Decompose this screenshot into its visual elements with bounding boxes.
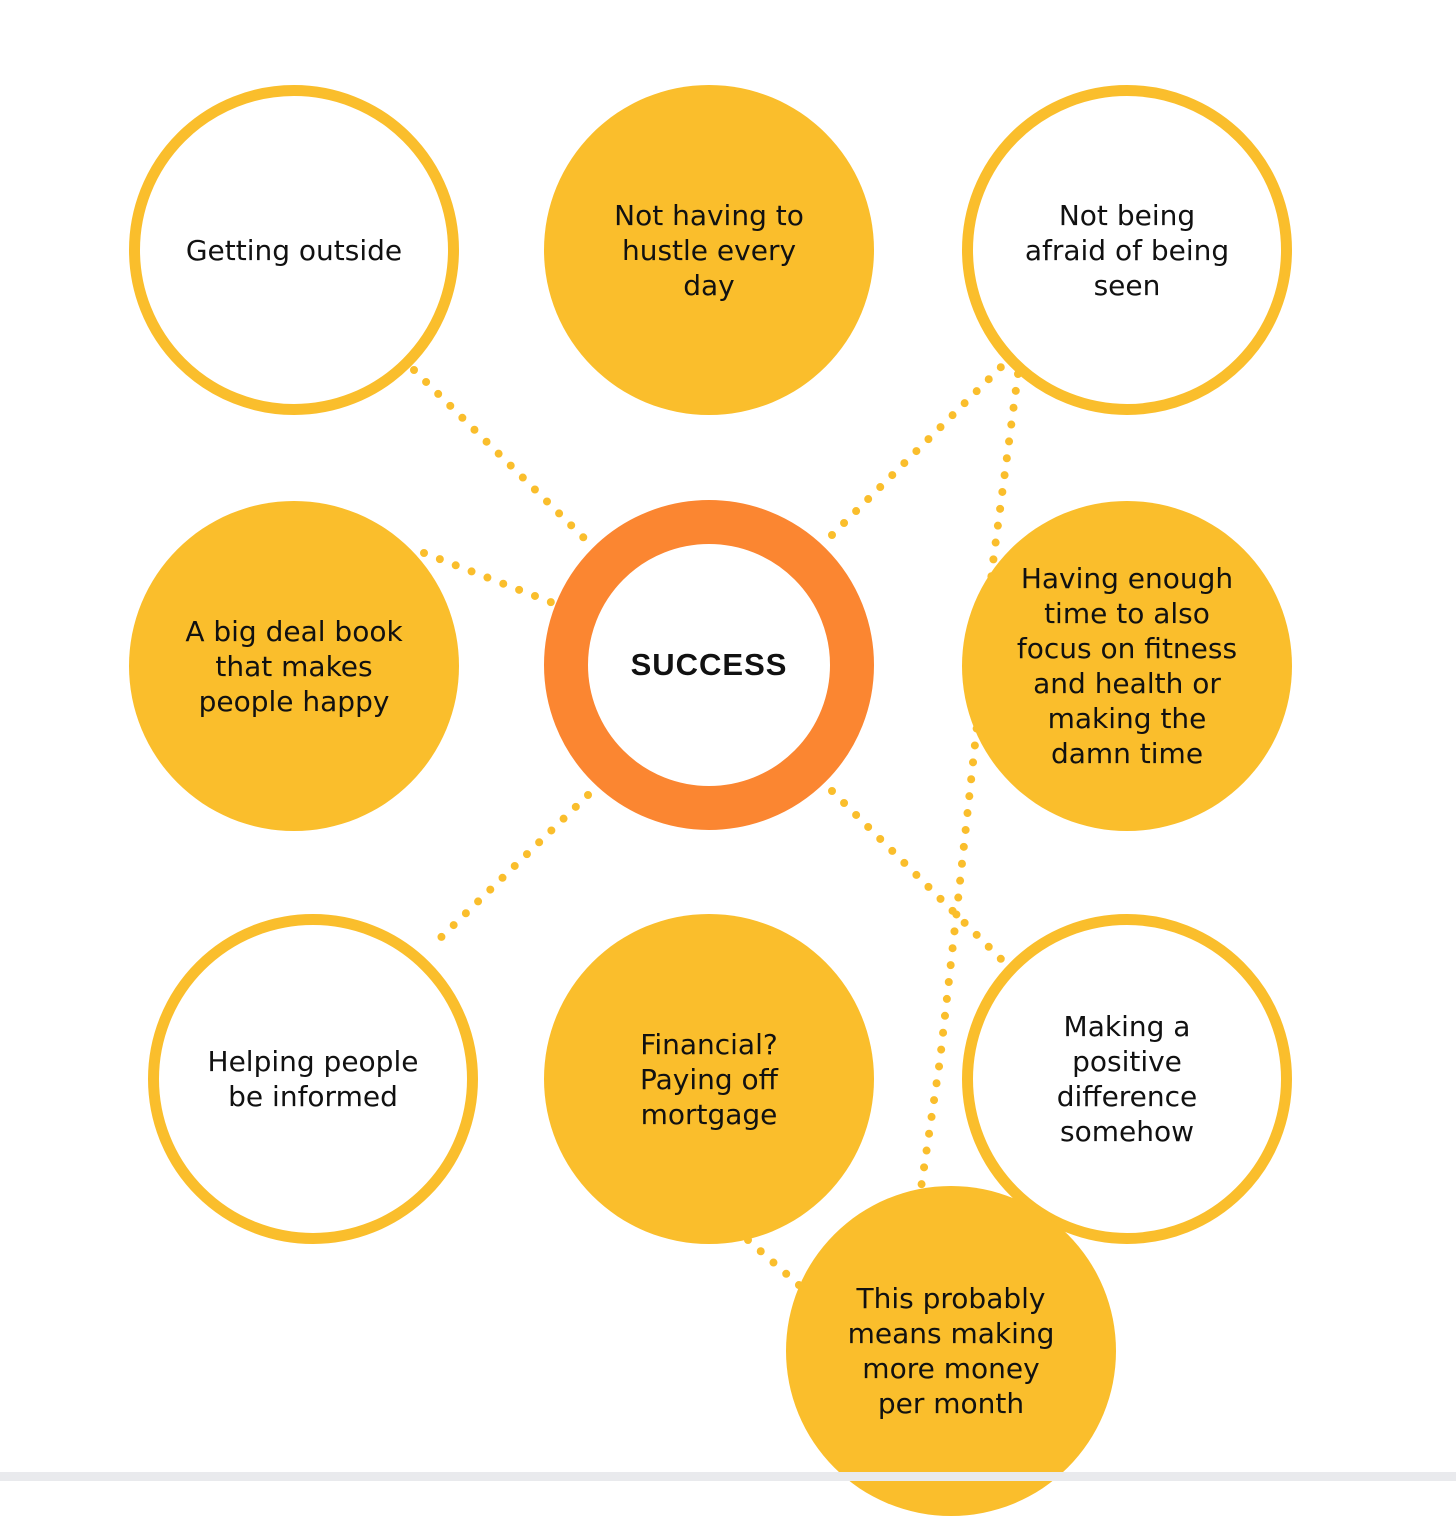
node-label: Making a positive difference somehow bbox=[1056, 1010, 1198, 1148]
connector-lines bbox=[410, 362, 1022, 1290]
page-bottom-edge bbox=[0, 1472, 1456, 1481]
node-big-deal-book: A big deal book that makes people happy bbox=[129, 501, 459, 831]
node-label: Having enough time to also focus on fitn… bbox=[1016, 562, 1238, 770]
node-helping-informed: Helping people be informed bbox=[148, 914, 478, 1244]
node-not-afraid: Not being afraid of being seen bbox=[962, 85, 1292, 415]
center-success-node: SUCCESS bbox=[544, 500, 874, 830]
node-label: Financial? Paying off mortgage bbox=[640, 1027, 778, 1131]
node-positive-difference: Making a positive difference somehow bbox=[962, 914, 1292, 1244]
center-label: SUCCESS bbox=[630, 647, 788, 682]
connector-financial-to-more-money bbox=[744, 1236, 804, 1290]
node-label: Not being afraid of being seen bbox=[1024, 198, 1230, 302]
connector-not-afraid-to-more-money bbox=[917, 370, 1022, 1192]
node-label: Not having to hustle every day bbox=[614, 198, 804, 302]
node-financial: Financial? Paying off mortgage bbox=[544, 914, 874, 1244]
connector-getting-outside bbox=[410, 366, 590, 544]
connector-positive-difference bbox=[828, 787, 1006, 964]
connector-not-afraid bbox=[828, 362, 1006, 539]
node-label: A big deal book that makes people happy bbox=[185, 614, 403, 718]
node-getting-outside: Getting outside bbox=[129, 85, 459, 415]
connector-helping-informed bbox=[426, 791, 592, 952]
node-label: Helping people be informed bbox=[207, 1045, 419, 1113]
node-label: Getting outside bbox=[185, 233, 403, 267]
success-mind-map: Getting outside Not having to hustle eve… bbox=[0, 85, 1456, 1516]
node-label: This probably means making more money pe… bbox=[847, 1282, 1055, 1420]
node-more-money: This probably means making more money pe… bbox=[786, 1186, 1116, 1516]
node-not-hustle: Not having to hustle every day bbox=[544, 85, 874, 415]
node-fitness-time: Having enough time to also focus on fitn… bbox=[962, 501, 1292, 831]
